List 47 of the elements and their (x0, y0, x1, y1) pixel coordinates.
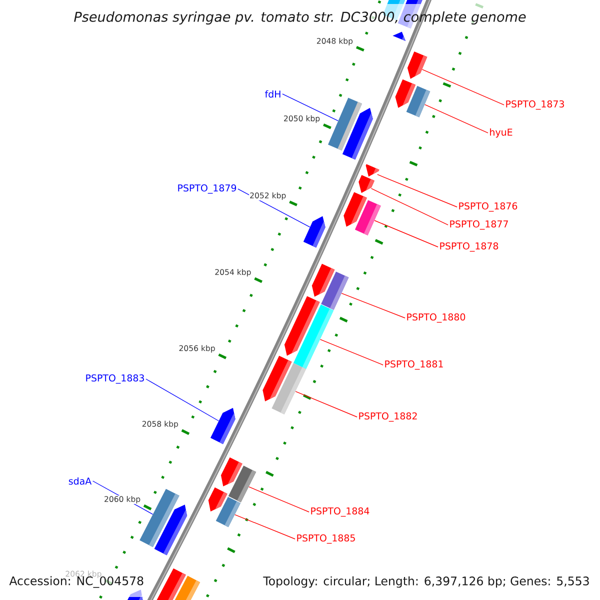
title: Pseudomonas syringae pv. tomato str. DC3000, complete genome (74, 3, 526, 28)
footer-text: Accession: NC_004578 (9, 576, 144, 588)
gene-block (303, 216, 326, 248)
leader-line (422, 69, 504, 106)
gene-label: PSPTO_1881 (385, 360, 443, 370)
gene-label: PSPTO_1884 (311, 507, 370, 517)
gene-box (228, 466, 256, 502)
gene-box (174, 576, 200, 600)
gene-block (407, 52, 428, 79)
leader-line (377, 174, 458, 208)
leader-line (234, 514, 296, 540)
gene-box (321, 272, 349, 310)
leader-line (370, 188, 448, 226)
gene-box (216, 496, 240, 528)
leader-line (248, 486, 310, 512)
leader-line (374, 220, 438, 248)
gene-block (210, 408, 236, 444)
gene-label: PSPTO_1879 (178, 184, 236, 194)
gene-box (387, 0, 406, 4)
gene-label: PSPTO_1885 (297, 534, 355, 544)
gene-box (406, 86, 430, 118)
leader-line (282, 94, 338, 122)
gene-label: PSPTO_1880 (407, 313, 466, 323)
gene-label: PSPTO_1883 (86, 374, 144, 384)
leader-line (295, 391, 358, 418)
leader-line (424, 104, 488, 134)
gene-block (342, 108, 373, 160)
gene-block (392, 32, 406, 42)
gene-block (406, 0, 422, 4)
gene-box (293, 304, 334, 370)
gene-box (354, 200, 381, 236)
gene-label: PSPTO_1877 (450, 220, 508, 230)
gene-label: PSPTO_1882 (359, 412, 417, 422)
footer-text: Topology: circular; Length: 6,397,126 bp; Genes: 5,553 (263, 576, 589, 588)
leader-line (341, 293, 406, 318)
gene-label: fdH (265, 90, 280, 98)
gene-box (272, 363, 306, 414)
leader-line (146, 378, 219, 422)
gene-block (127, 590, 143, 600)
gene-block (358, 174, 374, 193)
gene-label: hyuE (490, 128, 512, 138)
gene-block (154, 504, 188, 556)
gene-label: PSPTO_1878 (440, 242, 498, 252)
gene-label: sdaA (68, 477, 92, 485)
gene-label: PSPTO_1876 (459, 202, 518, 212)
gene-block (366, 164, 380, 177)
gene-label: PSPTO_1873 (506, 100, 564, 110)
